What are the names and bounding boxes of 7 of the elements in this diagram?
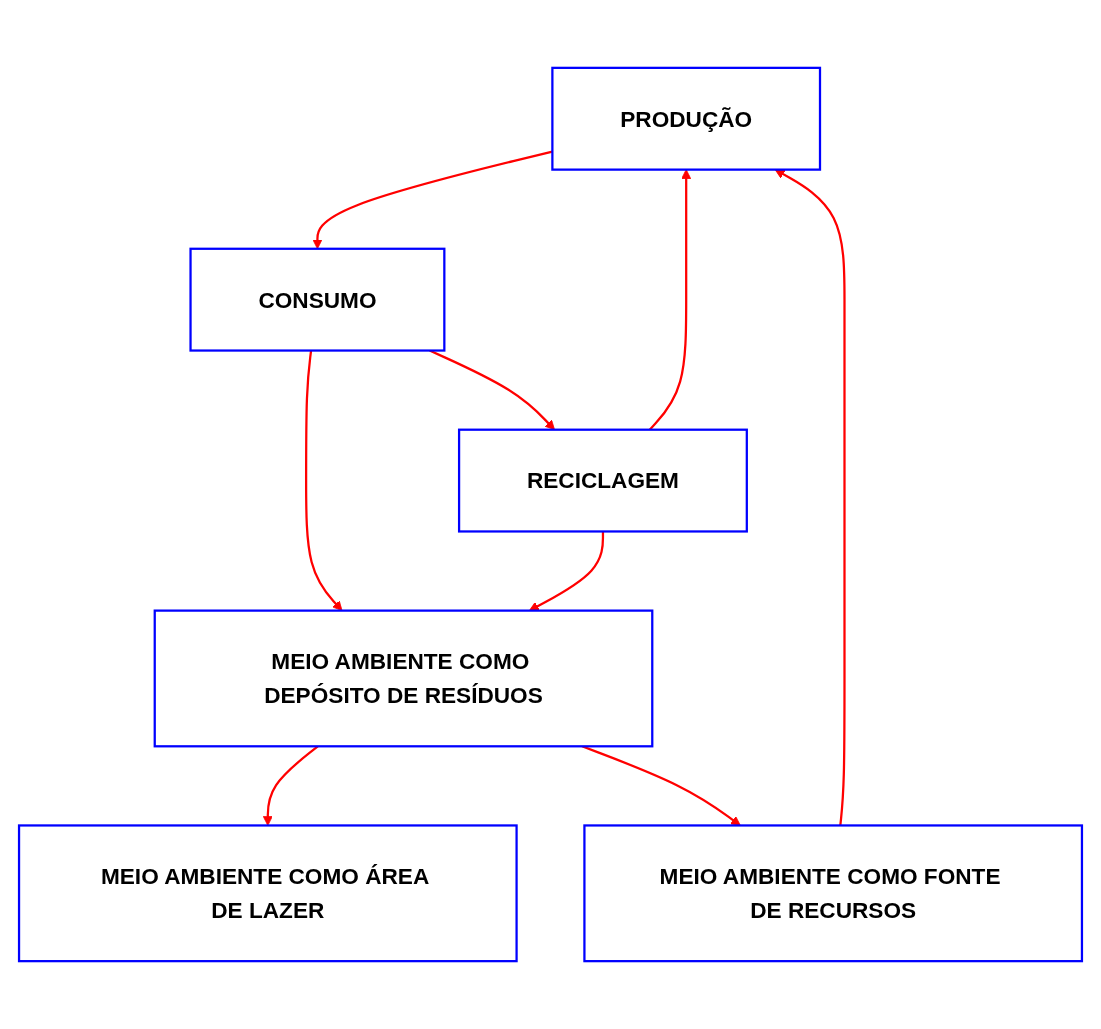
node-box: MEIO AMBIENTE COMO DEPÓSITO DE RESÍDUOS: [153, 609, 654, 748]
node-box: MEIO AMBIENTE COMO FONTE DE RECURSOS: [583, 824, 1084, 963]
arrow: [774, 169, 846, 826]
node-box: MEIO AMBIENTE COMO ÁREA DE LAZER: [17, 824, 518, 963]
node-box: PRODUÇÃO: [551, 66, 822, 171]
node-box: RECICLAGEM: [457, 428, 748, 533]
node-box: CONSUMO: [189, 247, 446, 352]
